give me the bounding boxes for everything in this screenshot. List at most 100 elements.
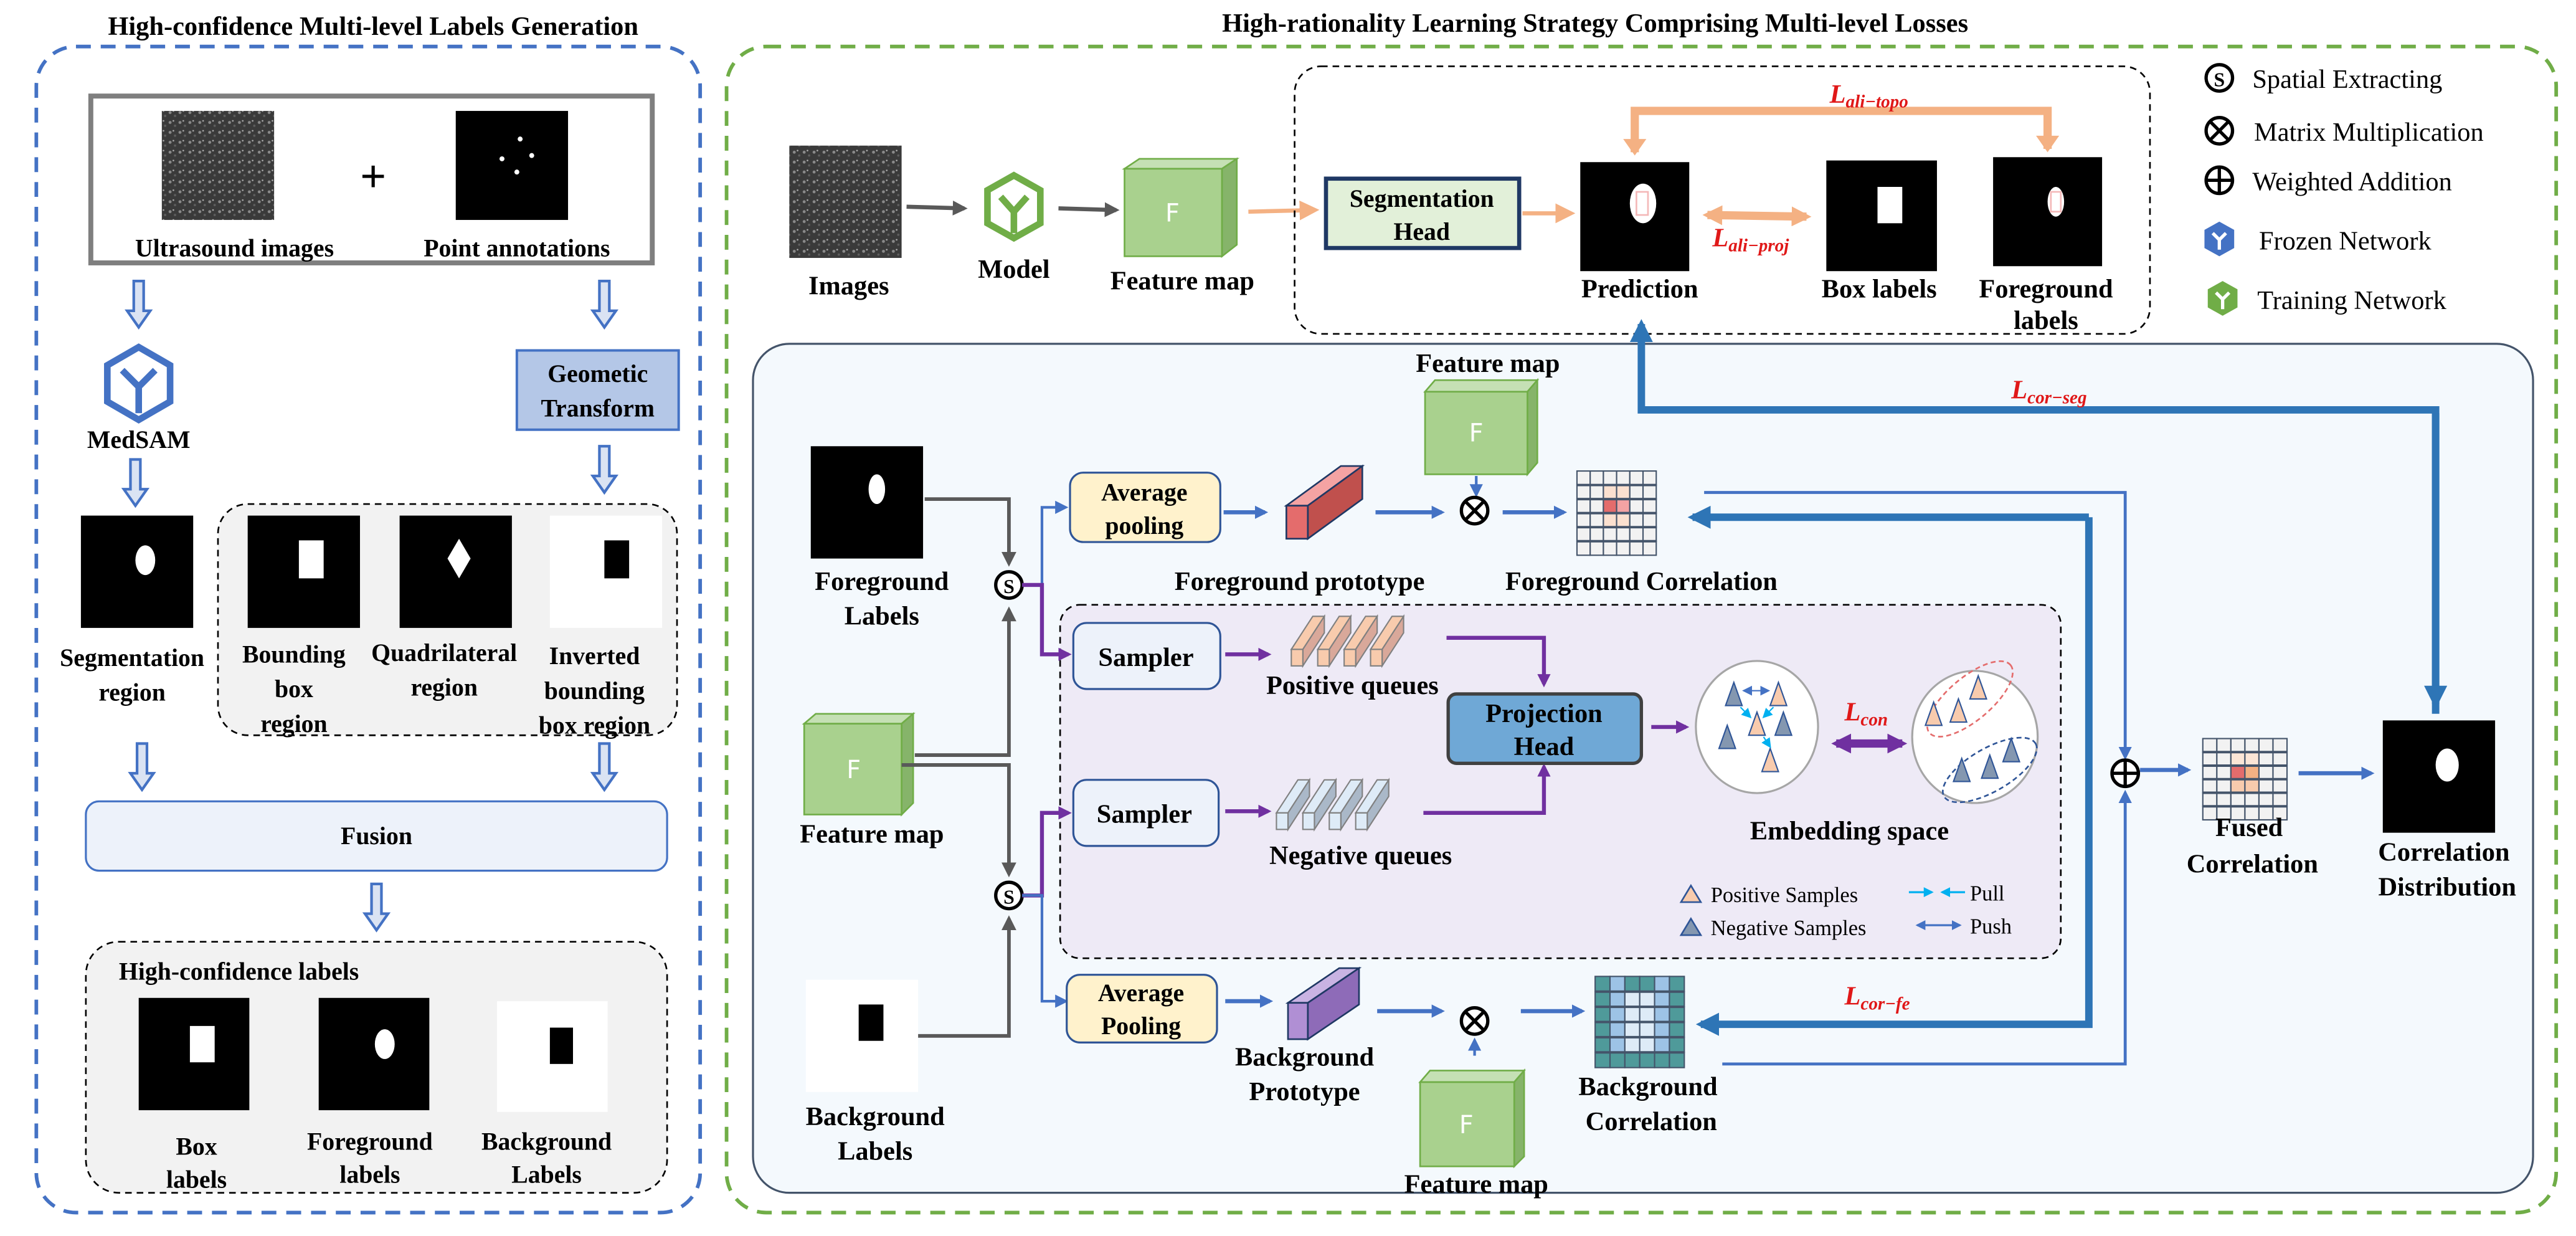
grid-cell <box>1594 1036 1611 1053</box>
foreground-labels-input <box>810 446 924 559</box>
embedding-space-before <box>1695 660 1819 794</box>
background-prototype-vector <box>1285 966 1362 1041</box>
grid-cell <box>1576 498 1591 514</box>
matrix-multiplication-icon <box>2204 116 2235 146</box>
grid-cell <box>2216 751 2232 767</box>
grid-cell <box>1609 1021 1626 1038</box>
prediction-group <box>1294 65 2151 335</box>
model-label: Model <box>978 255 1050 284</box>
grid-cell <box>1639 1006 1655 1023</box>
point-annotation-image <box>455 111 569 221</box>
feature-letter: F <box>1165 199 1180 228</box>
images-label: Images <box>808 271 889 300</box>
segmentation-region-label: Segmentation <box>60 644 204 672</box>
negative-sample-icon <box>1981 753 1999 779</box>
average-pooling-label: pooling <box>1105 512 1183 540</box>
grid-cell <box>2258 751 2274 767</box>
foreground-labels-label: Labels <box>845 602 919 631</box>
positive-sample-icon <box>1969 673 1987 700</box>
grid-cell <box>1609 1006 1626 1023</box>
grid-cell <box>2230 764 2246 780</box>
loss-cor-seg: Lcor−seg <box>2010 375 2086 407</box>
background-labels-label: Labels <box>511 1161 582 1189</box>
medsam-label: MedSAM <box>87 426 191 454</box>
grid-cell <box>1616 498 1631 514</box>
positive-sample-icon <box>1949 696 1968 723</box>
grid-cell <box>2244 778 2260 794</box>
spatial-symbol: S <box>1003 576 1015 597</box>
average-pooling-label: Average <box>1098 979 1184 1007</box>
quadrilateral-region-label: Quadrilateral <box>371 639 517 667</box>
grid-cell <box>1642 498 1657 514</box>
embedding-space-after <box>1911 660 2039 804</box>
grid-cell <box>2216 738 2232 753</box>
high-confidence-title: High-confidence labels <box>119 958 359 986</box>
grid-cell <box>1629 540 1644 556</box>
projection-head-box <box>1446 692 1644 765</box>
grid-cell <box>1654 1036 1670 1053</box>
sampler-label: Sampler <box>1097 800 1192 829</box>
fused-correlation-label: Fused <box>2215 813 2283 842</box>
grid-cell <box>1624 1052 1641 1068</box>
segmentation-region-label: region <box>98 679 165 706</box>
positive-queues-label: Positive queues <box>1266 671 1439 700</box>
feature-map-label: Feature map <box>800 820 944 849</box>
foreground-labels-label: Foreground <box>307 1128 433 1156</box>
positive-samples-label: Positive Samples <box>1711 883 1858 907</box>
correlation-distribution-label: Distribution <box>2378 872 2516 901</box>
grid-cell <box>1609 976 1626 992</box>
negative-sample-icon <box>1774 710 1793 736</box>
spatial-symbol: S <box>2214 69 2225 90</box>
feature-map-label: Feature map <box>1110 266 1254 295</box>
foreground-labels-label: labels <box>339 1161 400 1189</box>
foreground-correlation-label: Foreground Correlation <box>1505 567 1778 596</box>
grid-cell <box>1616 512 1631 528</box>
positive-queues <box>1290 614 1405 668</box>
segmentation-region-image <box>80 515 194 628</box>
right-panel-title: High-rationality Learning Strategy Compr… <box>1222 9 1968 38</box>
bounding-box-region-label: box <box>275 675 313 703</box>
geometric-transform-line2: Transform <box>541 395 655 422</box>
grid-cell <box>1642 484 1657 500</box>
grid-cell <box>2258 764 2274 780</box>
negative-queues-label: Negative queues <box>1269 841 1452 870</box>
grid-cell <box>1589 526 1604 542</box>
legend-training-label: Training Network <box>2257 286 2446 315</box>
grid-cell <box>1594 1052 1611 1068</box>
feature-map-label: Feature map <box>1416 349 1560 378</box>
grid-cell <box>2216 778 2232 794</box>
negative-sample-icon <box>1952 756 1971 782</box>
frozen-network-icon <box>2204 221 2235 257</box>
spatial-symbol: S <box>1003 887 1015 908</box>
negative-samples-label: Negative Samples <box>1711 916 1867 940</box>
grid-cell <box>2244 738 2260 753</box>
grid-cell <box>1576 526 1591 542</box>
fusion-label: Fusion <box>341 822 412 850</box>
legend-weighted-label: Weighted Addition <box>2252 167 2452 196</box>
down-arrow-icon <box>130 743 153 789</box>
pull-label: Pull <box>1970 882 2005 905</box>
grid-cell <box>1639 1036 1655 1053</box>
grid-cell <box>1642 470 1657 486</box>
grid-cell <box>1654 1052 1670 1068</box>
right-panel-border <box>724 44 2559 1215</box>
geometric-transform-box <box>515 349 680 431</box>
loss-con: Lcon <box>1844 697 1888 730</box>
positive-sample-icon <box>1769 680 1788 706</box>
feature-map-cube: F <box>1423 378 1540 477</box>
grid-cell <box>1576 470 1591 486</box>
grid-cell <box>1639 1052 1655 1068</box>
grid-cell <box>1603 526 1617 542</box>
sampler-top <box>1072 622 1221 690</box>
grid-cell <box>2258 792 2274 807</box>
weighted-addition-node <box>2110 758 2141 789</box>
fused-correlation-grid <box>2202 738 2288 821</box>
grid-cell <box>2272 778 2288 794</box>
grid-cell <box>1669 1006 1685 1023</box>
legend: S Spatial Extracting Matrix Multiplicati… <box>2204 63 2484 316</box>
bounding-box-region-label: region <box>260 710 327 738</box>
negative-queues <box>1275 777 1390 832</box>
box-labels-label: Box labels <box>1822 275 1937 304</box>
background-correlation-label: Background <box>1578 1072 1718 1101</box>
